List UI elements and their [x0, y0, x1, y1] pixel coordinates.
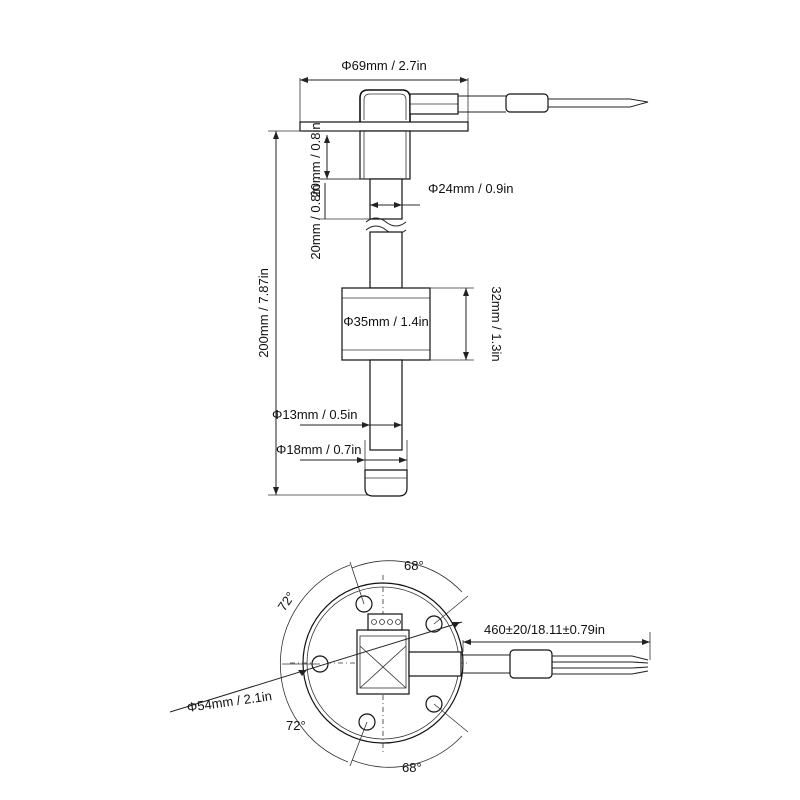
cable-length-label: 460±20/18.11±0.79in [484, 622, 605, 637]
float-height-label: 32mm / 1.3in [489, 286, 504, 361]
top-cap [359, 89, 459, 122]
cable-top [408, 649, 649, 679]
neck-diameter-label: Φ24mm / 0.9in [428, 181, 514, 196]
angle-arc-bottom [351, 735, 463, 768]
cable-length-dimension: 460±20/18.11±0.79in [462, 622, 651, 660]
float [341, 287, 431, 361]
total-length-label: 200mm / 7.87in [256, 268, 271, 358]
base-diameter-label: Φ54mm / 2.1in [186, 688, 273, 715]
angle-bottom-label: 68° [402, 760, 422, 775]
flange-diameter-label: Φ69mm / 2.7in [341, 58, 427, 73]
tip [364, 469, 408, 497]
rod [369, 231, 403, 289]
upper-stem [369, 178, 403, 220]
total-length-dimension: 200mm / 7.87in [256, 130, 370, 496]
tip-diameter-dimension: Φ18mm / 0.7in [276, 440, 408, 470]
cable-side [458, 93, 649, 113]
float-diameter-label: Φ35mm / 1.4in [343, 314, 429, 329]
rod-diameter-label: Φ13mm / 0.5in [272, 407, 358, 422]
top-height-dimension: 20mm / 0.8in [308, 178, 370, 260]
neck-diameter-dimension: Φ24mm / 0.9in [370, 181, 514, 208]
tip-diameter-label: Φ18mm / 0.7in [276, 442, 362, 457]
float-height-dimension: 32mm / 1.3in [430, 286, 504, 362]
angle-left-top-label: 72° [275, 589, 299, 614]
lower-rod [369, 359, 403, 451]
top-height-label: 20mm / 0.8in [308, 184, 323, 259]
rod-diameter-dimension: Φ13mm / 0.5in [272, 407, 402, 428]
angle-arc-left [279, 564, 351, 763]
angle-arc-top [351, 560, 463, 593]
top-view: 460±20/18.11±0.79in 68° 68° 72° 72° Φ54m… [169, 558, 651, 775]
flange-plate [299, 121, 469, 132]
flange-diameter-dimension: Φ69mm / 2.7in [299, 58, 469, 122]
angle-top-label: 68° [404, 558, 424, 573]
neck [359, 130, 411, 180]
center-housing [356, 629, 410, 695]
angle-left-bottom-label: 72° [286, 718, 306, 733]
connector-block [367, 613, 403, 631]
side-view: Φ69mm / 2.7in 200mm / 7.87in [256, 58, 649, 497]
